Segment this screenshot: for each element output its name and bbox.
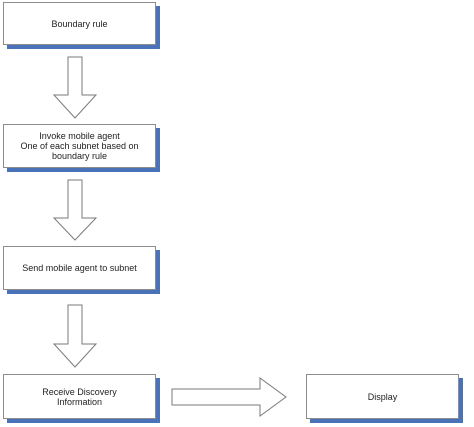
invoke-line-1: Invoke mobile agent bbox=[39, 131, 120, 141]
arrow-down-3 bbox=[52, 304, 98, 368]
send-agent-label: Send mobile agent to subnet bbox=[22, 263, 137, 273]
invoke-line-2: One of each subnet based on bbox=[20, 141, 139, 151]
boundary-rule-label: Boundary rule bbox=[51, 18, 108, 29]
receive-line-1: Receive Discovery bbox=[42, 386, 117, 397]
arrow-right-4 bbox=[171, 377, 287, 417]
arrow-down-1 bbox=[52, 56, 98, 119]
invoke-line-3: boundary rule bbox=[51, 151, 108, 161]
boundary-rule-box: Boundary rule bbox=[3, 2, 156, 45]
display-label: Display bbox=[367, 391, 398, 402]
invoke-mobile-agent-box: Invoke mobile agent One of each subnet b… bbox=[3, 124, 156, 168]
send-mobile-agent-box: Send mobile agent to subnet bbox=[3, 246, 156, 290]
arrow-down-2 bbox=[52, 179, 98, 241]
receive-line-2: Information bbox=[56, 396, 103, 407]
receive-discovery-box: Receive Discovery Information bbox=[3, 374, 156, 419]
display-box: Display bbox=[306, 374, 459, 419]
